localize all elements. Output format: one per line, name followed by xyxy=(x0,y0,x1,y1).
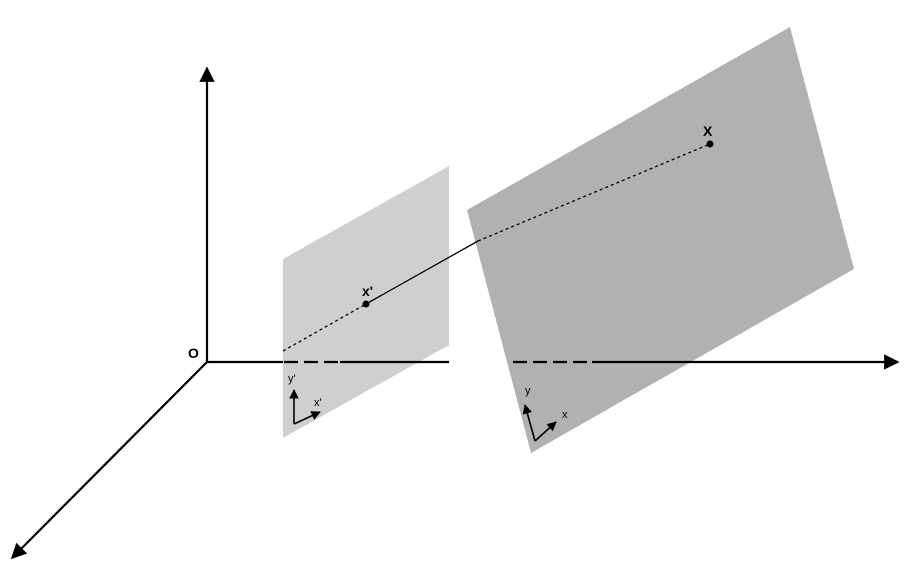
projection-ray xyxy=(365,240,479,305)
image-local-x-axis xyxy=(293,411,321,425)
world-local-y-axis xyxy=(522,404,536,442)
world-local-x-axis xyxy=(534,421,557,442)
world-plane xyxy=(467,27,854,453)
image-axis-y-label: y' xyxy=(288,373,296,385)
image-point-label: x' xyxy=(362,283,373,299)
diagonal-axis xyxy=(10,361,208,560)
projection-ray-hidden-1 xyxy=(282,303,367,352)
world-axis-y-label: y xyxy=(525,385,531,397)
world-axis-x-label: x xyxy=(562,409,568,421)
world-point-dot xyxy=(706,140,714,148)
image-point-dot xyxy=(362,300,370,308)
world-point-label: X xyxy=(703,123,713,139)
origin-label: O xyxy=(188,345,199,361)
image-axis-x-label: x' xyxy=(314,397,322,409)
